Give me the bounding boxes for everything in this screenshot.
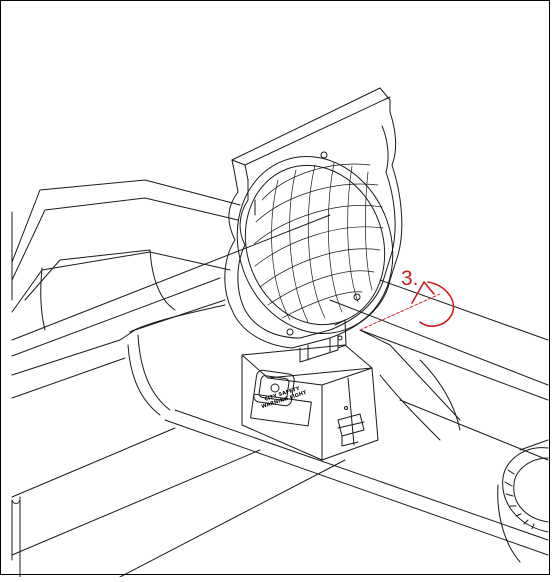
- step-number-label: 3.: [401, 267, 419, 290]
- lamp-housing: [224, 87, 403, 349]
- rail-body-lines: [11, 214, 549, 578]
- cushion-block: [11, 179, 241, 416]
- lamp-base: [241, 344, 379, 461]
- adjustment-knob: [497, 439, 549, 563]
- rotation-annotation: [359, 281, 455, 331]
- lamp-stalk: [299, 319, 347, 363]
- right-rail: [329, 279, 549, 461]
